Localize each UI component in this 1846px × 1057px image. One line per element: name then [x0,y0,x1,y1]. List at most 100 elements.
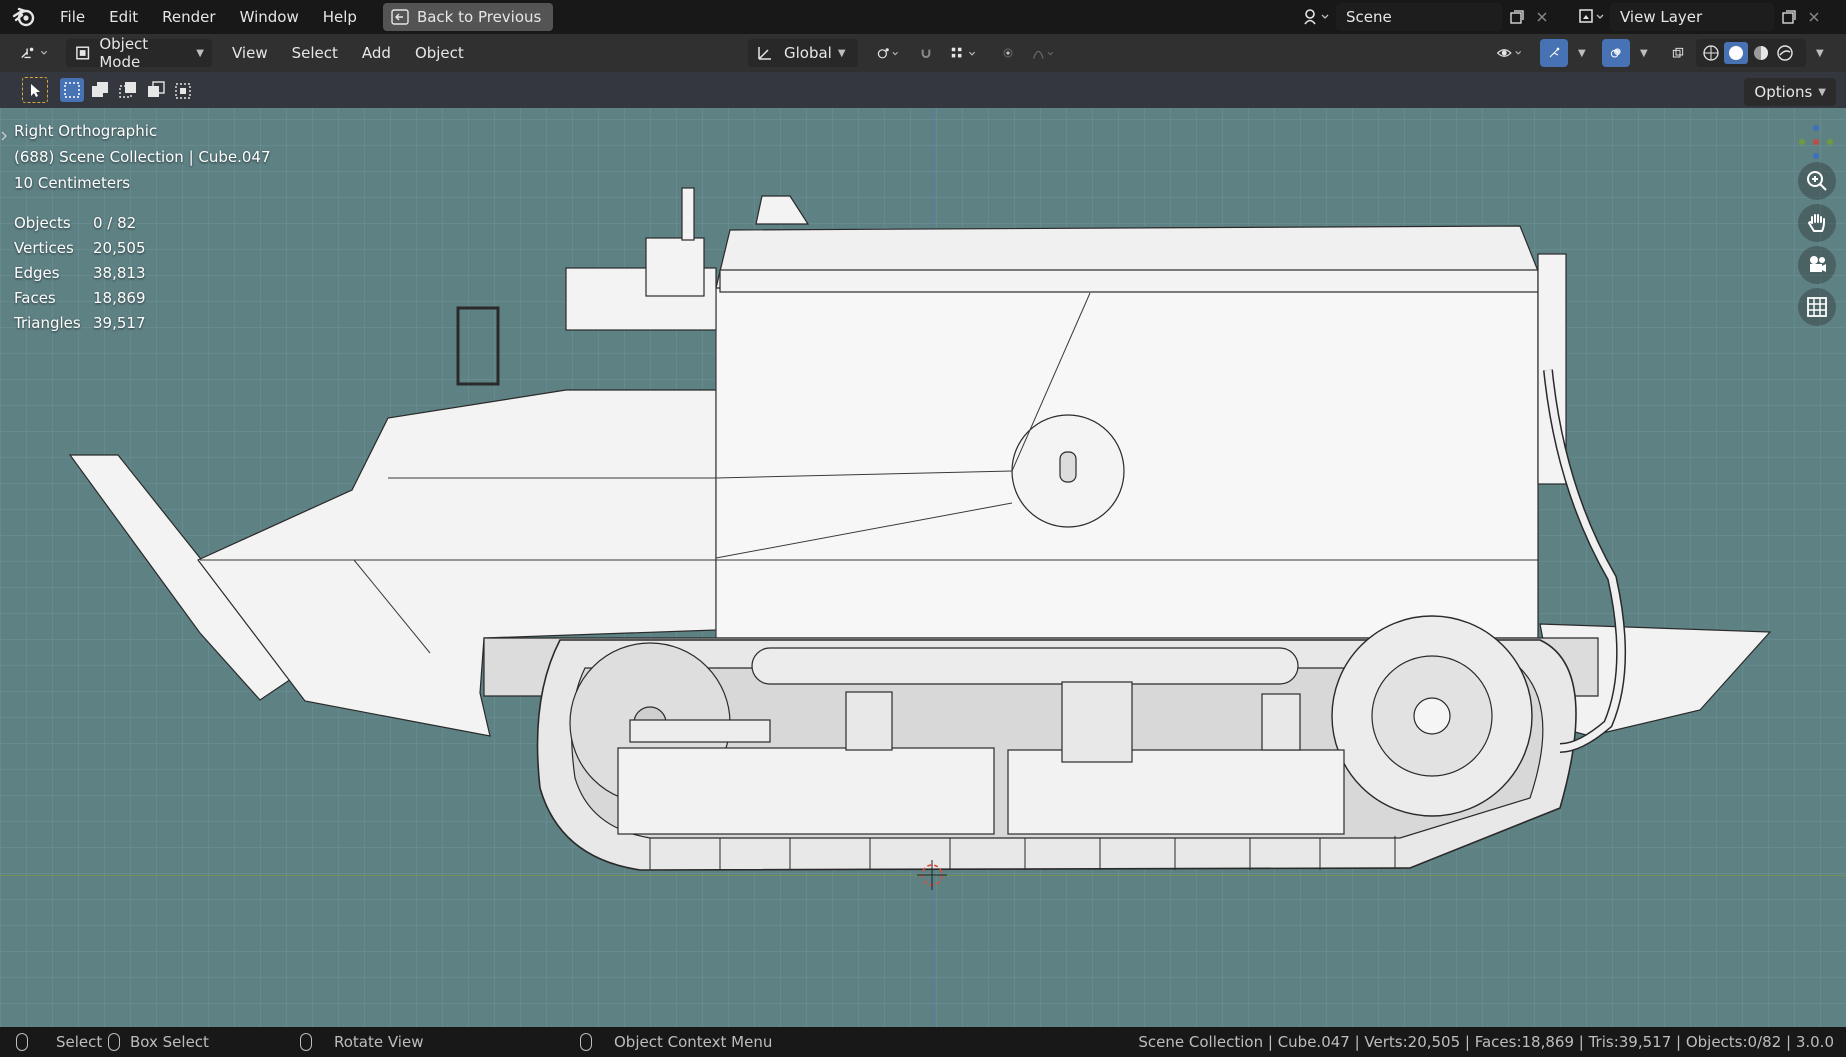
stat-label-objects: Objects [14,214,71,232]
solid-shading-icon[interactable] [1724,42,1748,64]
tool-settings-background [0,72,1846,108]
status-box-select-hint: Box Select [108,1027,209,1057]
tank-model[interactable] [0,108,1846,1027]
snap-grid-icon [951,47,976,58]
new-scene-icon[interactable] [1502,3,1532,31]
select-subtract-icon[interactable] [116,78,140,102]
deck-rail [719,269,1539,293]
3d-viewport[interactable]: Right Orthographic (688) Scene Collectio… [0,108,1846,1027]
stat-value-faces: 18,869 [93,289,146,307]
falloff-dropdown[interactable] [1024,39,1064,67]
snap-target-dropdown[interactable] [942,39,988,67]
orientation-axes-icon [758,47,771,60]
scene-selector: Scene [1296,3,1552,31]
shading-mode-group [1696,39,1806,67]
scene-browse-button[interactable] [1296,3,1336,31]
view-layer-name-field[interactable]: View Layer [1610,3,1774,31]
wireframe-shading-icon[interactable] [1700,43,1722,63]
camera-icon[interactable] [1798,246,1836,284]
chevron-down-icon: ▼ [1578,47,1586,59]
select-extend-icon[interactable] [88,78,112,102]
status-context-menu-hint: Object Context Menu [580,1027,772,1057]
material-preview-icon[interactable] [1750,43,1772,63]
stat-value-triangles: 39,517 [93,314,146,332]
menu-view[interactable]: View [232,44,268,62]
select-tool-button[interactable] [22,77,48,103]
back-arrow-icon [391,9,409,25]
grid-view-icon[interactable] [1798,288,1836,326]
options-dropdown[interactable]: Options ▼ [1744,78,1836,106]
select-difference-icon[interactable] [144,78,168,102]
menu-select[interactable]: Select [291,44,338,62]
hull-panel-lines [200,288,1538,654]
view-layer-browse-button[interactable] [1572,3,1610,31]
menu-file[interactable]: File [60,8,86,26]
snap-toggle[interactable] [912,39,940,67]
spring-3 [1261,693,1301,751]
proportional-editing-toggle[interactable] [994,39,1022,67]
object-mode-dropdown[interactable]: Object Mode ▼ [66,35,212,71]
menu-help[interactable]: Help [322,8,357,26]
gizmo-icon [1549,47,1560,58]
cursor-arrow-icon [31,84,40,97]
overlays-toggle[interactable] [1602,39,1630,67]
exhaust-pipe-fill [1544,369,1625,752]
hand-pan-icon[interactable] [1798,204,1836,242]
stat-label-edges: Edges [14,264,60,282]
zoom-icon[interactable] [1798,162,1836,200]
view-layer-icon [1579,9,1604,23]
hatch [755,195,810,225]
viewport-header: Object Mode ▼ View Select Add Object Glo… [0,34,1846,72]
scene-statistics-info: Scene Collection | Cube.047 | Verts:20,5… [1138,1033,1834,1051]
select-new-icon[interactable] [60,78,84,102]
scene-name-field[interactable]: Scene [1336,3,1502,31]
visibility-dropdown[interactable] [1488,39,1532,67]
navigation-gizmo[interactable] [1796,122,1836,162]
top-menu-bar: File Edit Render Window Help Back to Pre… [0,0,1846,34]
new-view-layer-icon[interactable] [1774,3,1804,31]
shading-options-dropdown[interactable]: ▼ [1808,39,1834,67]
falloff-curve-icon [1033,50,1054,59]
xray-toggle[interactable] [1664,39,1692,67]
shock-absorber [629,719,771,743]
spring-2 [1061,681,1133,763]
rendered-shading-icon[interactable] [1774,43,1796,63]
pivot-point-icon [877,48,898,59]
spring-1 [845,691,893,751]
pivot-point-dropdown[interactable] [868,39,908,67]
select-intersect-icon[interactable] [172,78,196,102]
gizmo-toggle[interactable] [1540,39,1568,67]
object-mode-icon [76,46,90,60]
back-to-previous-label: Back to Previous [416,8,542,26]
transform-orientation-dropdown[interactable]: Global ▼ [748,39,858,67]
blender-logo-icon[interactable] [0,0,48,34]
overlays-dropdown[interactable]: ▼ [1632,39,1654,67]
stat-value-objects: 0 / 82 [93,214,137,232]
selection-mode-group [60,77,198,103]
editor-type-button[interactable] [12,39,60,67]
middle-mouse-icon [300,1033,312,1051]
close-view-layer-icon[interactable] [1804,3,1824,31]
right-mouse-icon [580,1033,592,1051]
proportional-edit-icon [1003,48,1013,58]
bogie-rear [1007,749,1345,835]
bogie-front [617,747,995,835]
menu-edit[interactable]: Edit [109,8,139,26]
scene-icon [1304,9,1329,25]
chevron-down-icon: ▼ [1816,47,1824,59]
close-scene-icon[interactable] [1532,3,1552,31]
menu-object[interactable]: Object [414,44,464,62]
back-to-previous-button[interactable]: Back to Previous [382,3,554,31]
overlays-icon [1610,48,1621,58]
menu-add[interactable]: Add [361,44,391,62]
stat-value-edges: 38,813 [93,264,146,282]
menu-window[interactable]: Window [239,8,299,26]
status-context-menu-label: Object Context Menu [614,1033,773,1051]
menu-render[interactable]: Render [162,8,216,26]
toolbar-expand-arrow-icon[interactable] [0,128,8,144]
status-rotate-hint: Rotate View [300,1027,423,1057]
chevron-down-icon: ▼ [196,47,204,59]
track-links [649,836,1396,870]
periscope-base [645,237,705,297]
gizmo-dropdown[interactable]: ▼ [1570,39,1592,67]
